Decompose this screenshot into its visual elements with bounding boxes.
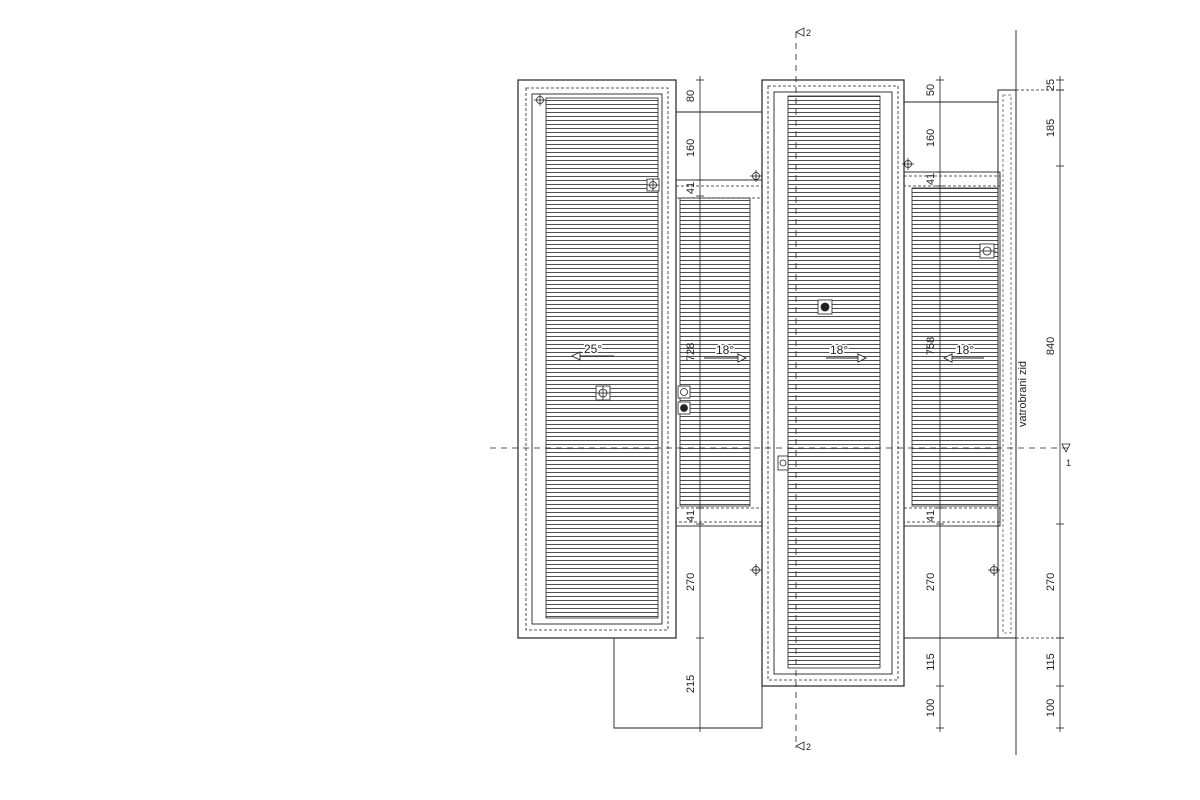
section-label-top: 2 <box>806 28 811 38</box>
dimension-lines <box>696 76 1064 732</box>
dim-left-215: 215 <box>685 675 697 693</box>
dim-left-41-bottom: 41 <box>685 510 697 522</box>
dim-right-840: 840 <box>1045 337 1057 355</box>
section-lines <box>490 32 1070 748</box>
section-label-bottom: 2 <box>806 742 811 752</box>
span-label-728: 728 <box>685 343 697 361</box>
dim-mid-270: 270 <box>925 573 937 591</box>
dim-left-160: 160 <box>685 139 697 157</box>
dim-mid-160: 160 <box>925 129 937 147</box>
dim-left-41-top: 41 <box>685 182 697 194</box>
dim-mid-115: 115 <box>925 653 937 671</box>
section-markers <box>795 27 1071 751</box>
dim-right-100: 100 <box>1045 699 1057 717</box>
dim-mid-41-top: 41 <box>925 173 937 185</box>
slope-label-left: 25° <box>584 342 602 356</box>
slope-label-left-middle: 18° <box>716 343 734 357</box>
ground-outline <box>613 101 998 729</box>
dim-mid-41-bottom: 41 <box>925 510 937 522</box>
slope-label-center: 18° <box>830 343 848 357</box>
section-label-right: 1 <box>1066 458 1071 468</box>
left-roof-section <box>517 79 677 639</box>
dim-left-80: 80 <box>685 90 697 102</box>
span-label-758: 758 <box>925 337 937 355</box>
firewall <box>997 30 1017 755</box>
firewall-label: vatrobrani zid <box>1017 361 1029 427</box>
dim-right-270: 270 <box>1045 573 1057 591</box>
dim-right-185: 185 <box>1045 119 1057 137</box>
dim-mid-100: 100 <box>925 699 937 717</box>
dim-right-25: 25 <box>1045 79 1057 91</box>
roof-drain-symbol <box>534 94 1000 576</box>
slope-label-right: 18° <box>956 343 974 357</box>
left-middle-roof-section <box>675 179 763 527</box>
dim-left-270: 270 <box>685 573 697 591</box>
slope-arrows <box>570 351 984 363</box>
right-roof-section <box>903 171 1001 527</box>
center-roof-section <box>761 79 905 687</box>
dim-mid-50: 50 <box>925 84 937 96</box>
dim-right-115: 115 <box>1045 653 1057 671</box>
